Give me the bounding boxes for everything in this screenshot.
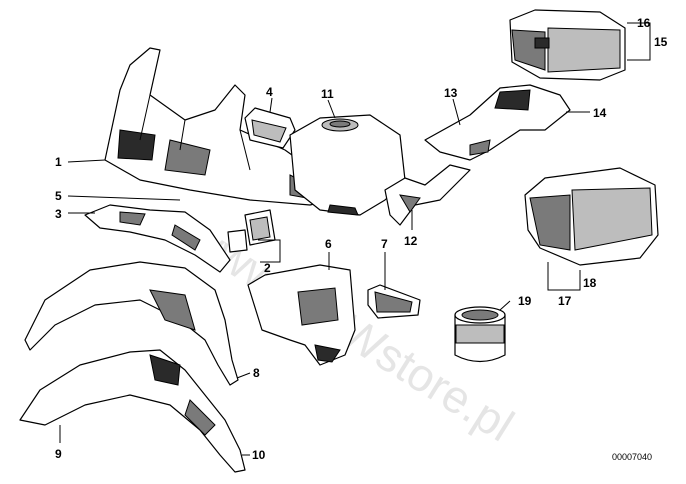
callout-10: 10 [252, 448, 266, 462]
callout-12: 12 [404, 234, 418, 248]
paint-can-part [454, 306, 506, 363]
callout-4: 4 [266, 85, 273, 99]
front-fender-part [19, 349, 246, 473]
callout-2: 2 [264, 261, 271, 275]
mirror-insert-part [227, 209, 276, 253]
callout-1: 1 [55, 155, 62, 169]
bracket-part [84, 204, 231, 273]
callout-18: 18 [583, 276, 597, 290]
callout-8: 8 [253, 366, 260, 380]
leader-lines [59, 22, 651, 456]
tank-trim-part [384, 164, 471, 226]
callout-6: 6 [325, 237, 332, 251]
seat-cover-part [424, 84, 571, 161]
callout-7: 7 [381, 237, 388, 251]
front-fairing-part [104, 47, 331, 206]
callout-15: 15 [654, 35, 668, 49]
callout-16: 16 [637, 16, 651, 30]
callout-11: 11 [321, 87, 334, 101]
top-case-part [509, 9, 626, 81]
side-case-part [524, 167, 659, 266]
callout-9: 9 [55, 447, 62, 461]
diagram-id-label: 00007040 [612, 452, 652, 462]
deflector-part [244, 107, 296, 149]
trim-piece-part [367, 284, 421, 319]
callout-5: 5 [55, 189, 62, 203]
fairing-panel-part [247, 264, 356, 366]
callout-13: 13 [444, 86, 458, 100]
rear-fender-part [24, 261, 239, 386]
callout-14: 14 [593, 106, 607, 120]
callout-17: 17 [558, 294, 572, 308]
callout-19: 19 [518, 294, 532, 308]
callout-3: 3 [55, 207, 62, 221]
callout-labels: 1 2 3 4 5 6 7 8 9 10 11 12 13 14 15 16 1… [55, 16, 668, 462]
